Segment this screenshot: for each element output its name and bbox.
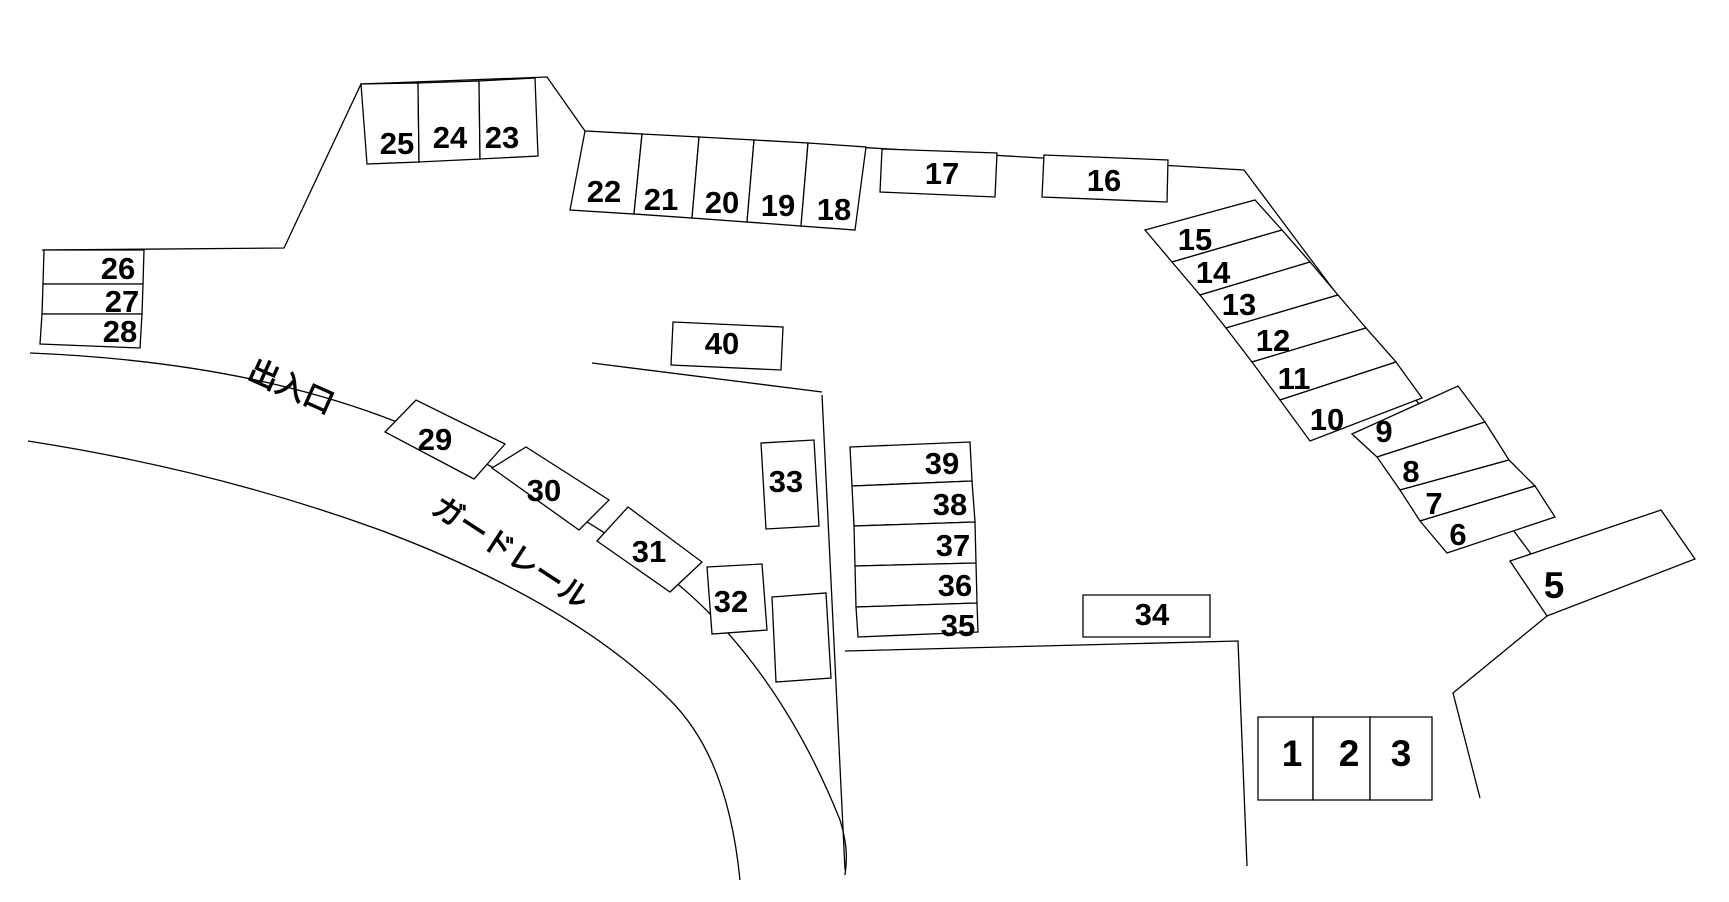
space-number: 40	[705, 326, 739, 361]
space-16[interactable]	[1041, 154, 1169, 203]
space-numbers: 1 2 3 5 6 7 8 9 10 11 12 13 14 15 16 17 …	[101, 120, 1565, 774]
space-number: 15	[1178, 222, 1212, 257]
space-number: 19	[761, 188, 795, 223]
space-number: 28	[103, 314, 137, 349]
right-boundary-line	[1452, 615, 1548, 799]
space-number: 35	[941, 608, 975, 643]
space-number: 33	[769, 464, 803, 499]
space-number: 38	[933, 487, 967, 522]
space-23[interactable]	[478, 77, 539, 160]
space-5[interactable]	[1508, 509, 1697, 617]
space-number: 14	[1196, 255, 1231, 290]
space-number: 27	[105, 284, 139, 319]
space-18[interactable]	[800, 142, 867, 231]
space-number: 22	[587, 174, 621, 209]
space-number: 10	[1310, 402, 1344, 437]
space-35[interactable]	[855, 602, 979, 638]
center-divider-line	[591, 362, 823, 393]
center-vertical-line	[821, 394, 846, 871]
entrance-label: 出入口	[243, 353, 339, 422]
space-number: 25	[380, 126, 414, 161]
space-number: 26	[101, 251, 135, 286]
space-17[interactable]	[879, 148, 998, 198]
space-number: 21	[644, 182, 678, 217]
space-number: 3	[1391, 733, 1412, 774]
space-28[interactable]	[39, 313, 143, 349]
guardrail-line	[27, 440, 741, 881]
space-number: 2	[1339, 733, 1360, 774]
space-10[interactable]	[1278, 361, 1424, 442]
space-32[interactable]	[706, 563, 768, 635]
lower-road-line	[844, 640, 1248, 867]
space-number: 11	[1278, 361, 1311, 396]
unnumbered-space[interactable]	[771, 592, 832, 683]
space-number: 36	[938, 568, 972, 603]
top-boundary-line	[41, 76, 1556, 587]
space-number: 6	[1449, 517, 1466, 552]
space-40[interactable]	[670, 321, 784, 371]
space-number: 23	[485, 120, 519, 155]
space-number: 5	[1544, 565, 1565, 606]
space-3[interactable]	[1369, 716, 1433, 801]
space-number: 17	[925, 156, 959, 191]
space-number: 20	[705, 185, 739, 220]
space-number: 24	[433, 120, 468, 155]
space-number: 12	[1256, 323, 1290, 358]
space-30[interactable]	[490, 446, 611, 531]
space-number: 37	[936, 528, 970, 563]
space-number: 8	[1402, 454, 1419, 489]
space-number: 39	[925, 446, 959, 481]
space-number: 34	[1135, 597, 1170, 632]
space-number: 7	[1425, 486, 1442, 521]
space-number: 31	[632, 534, 666, 569]
space-number: 13	[1222, 287, 1256, 322]
space-number: 9	[1375, 414, 1392, 449]
space-number: 30	[527, 473, 561, 508]
space-34[interactable]	[1082, 594, 1211, 638]
space-6[interactable]	[1418, 485, 1557, 554]
parking-slots	[39, 77, 1697, 801]
space-number: 1	[1282, 733, 1303, 774]
space-31[interactable]	[596, 506, 704, 593]
space-number: 18	[817, 192, 851, 227]
space-29[interactable]	[383, 399, 507, 480]
space-33[interactable]	[760, 439, 820, 530]
space-number: 16	[1087, 163, 1121, 198]
space-number: 29	[418, 422, 452, 457]
space-number: 32	[714, 584, 748, 619]
